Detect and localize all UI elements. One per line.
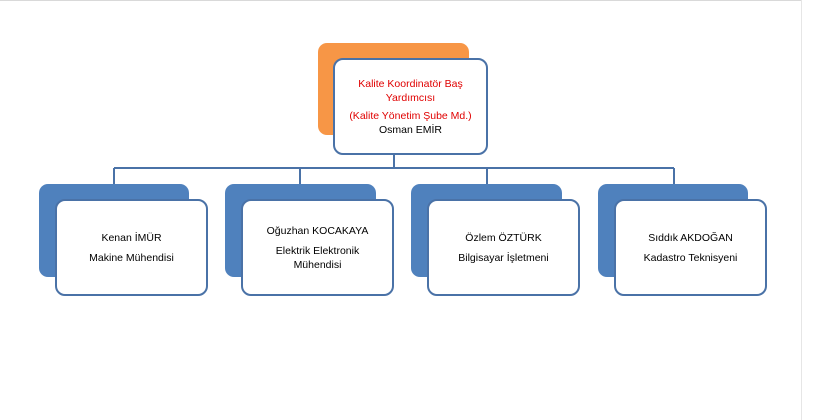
child-1-name: Kenan İMÜR bbox=[101, 231, 162, 244]
top-border-line bbox=[0, 0, 801, 1]
right-border-line bbox=[801, 0, 802, 420]
child-2-role-line1: Elektrik Elektronik bbox=[275, 244, 360, 257]
top-node-name: Osman EMİR bbox=[378, 123, 442, 136]
top-node-title-line2: Yardımcısı bbox=[385, 91, 436, 104]
top-node-subtitle: (Kalite Yönetim Şube Md.) bbox=[349, 109, 472, 122]
child-2-role-line2: Mühendisi bbox=[293, 258, 342, 271]
child-4-role-line1: Kadastro Teknisyeni bbox=[643, 251, 738, 264]
child-2-name: Oğuzhan KOCAKAYA bbox=[266, 224, 369, 237]
top-node-title-line1: Kalite Koordinatör Baş bbox=[358, 77, 463, 90]
child-1-card: Kenan İMÜR Makine Mühendisi bbox=[55, 199, 208, 296]
child-4-card: Sıddık AKDOĞAN Kadastro Teknisyeni bbox=[614, 199, 767, 296]
child-1-role-line1: Makine Mühendisi bbox=[89, 251, 174, 264]
child-2-card: Oğuzhan KOCAKAYA Elektrik Elektronik Müh… bbox=[241, 199, 394, 296]
child-3-role-line1: Bilgisayar İşletmeni bbox=[458, 251, 549, 264]
child-3-name: Özlem ÖZTÜRK bbox=[465, 231, 542, 244]
child-3-card: Özlem ÖZTÜRK Bilgisayar İşletmeni bbox=[427, 199, 580, 296]
child-4-name: Sıddık AKDOĞAN bbox=[648, 231, 733, 244]
top-node-card: Kalite Koordinatör Baş Yardımcısı (Kalit… bbox=[333, 58, 488, 155]
